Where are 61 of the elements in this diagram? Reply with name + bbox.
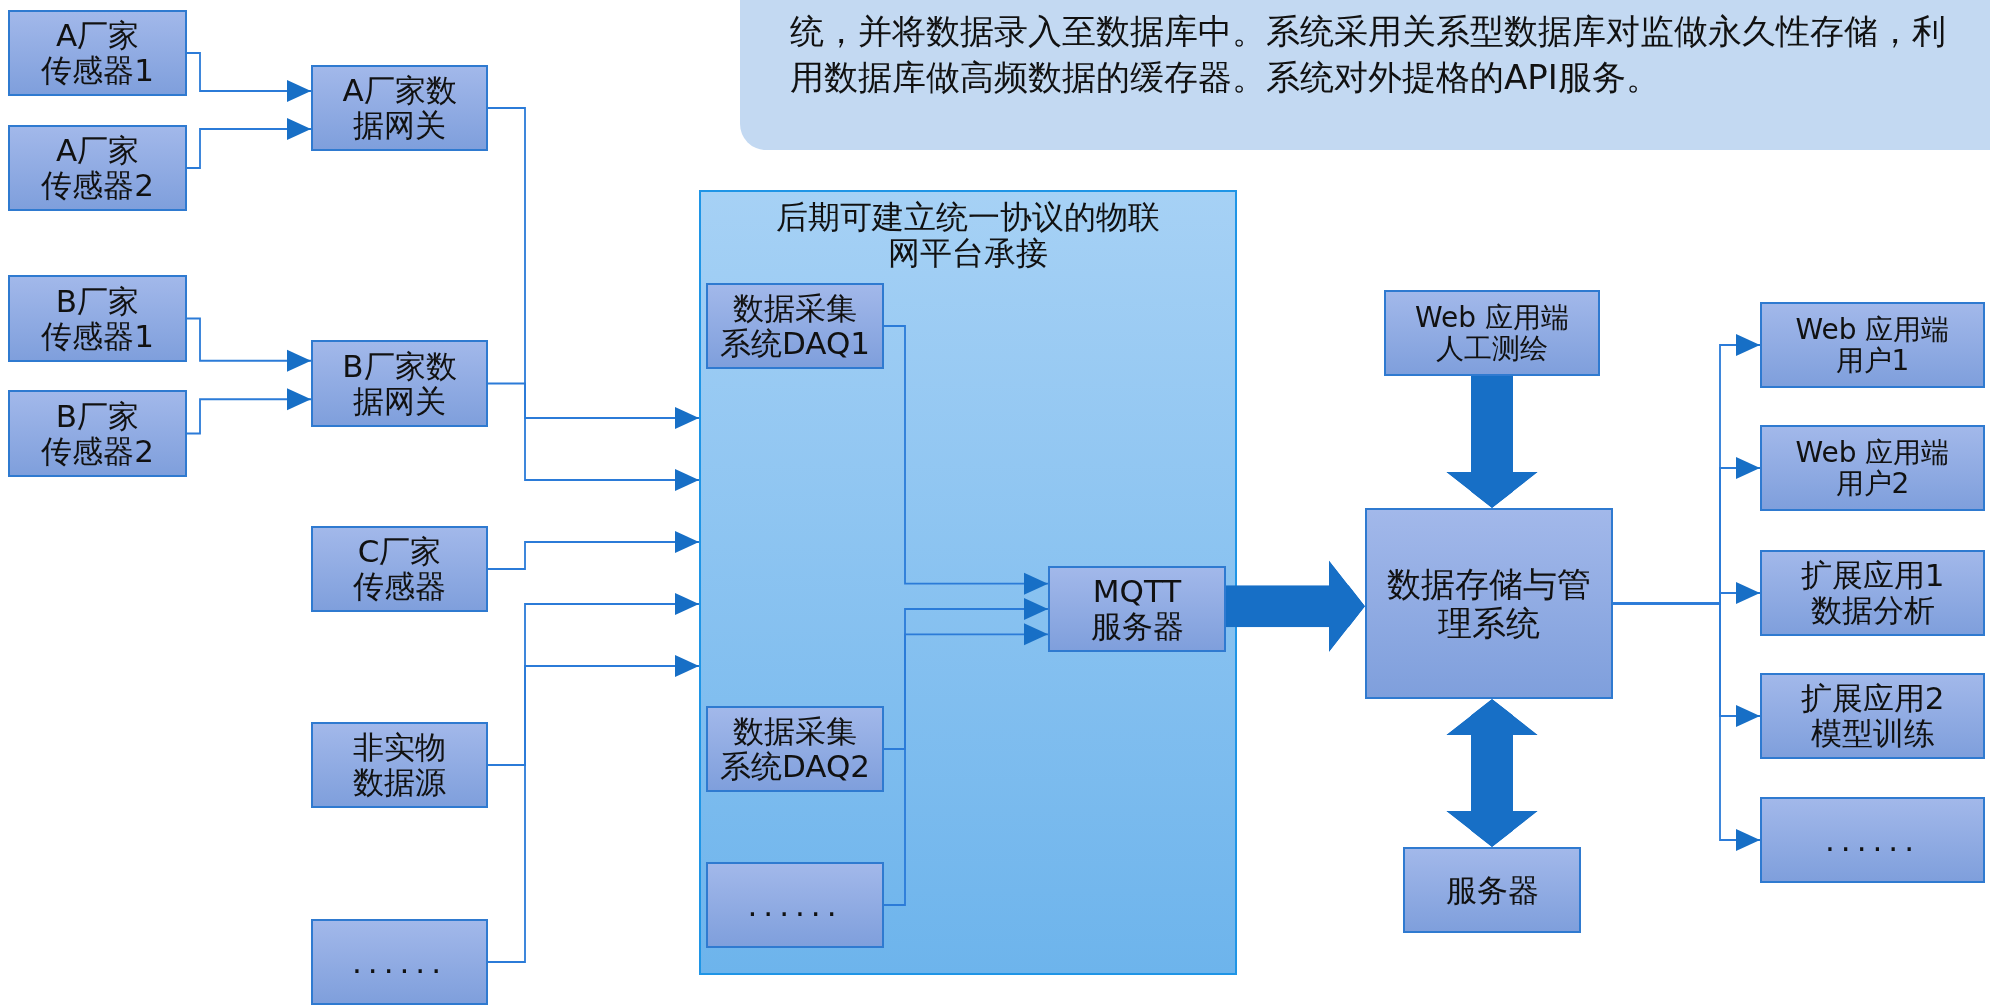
node-label: B厂家传感器2	[40, 398, 155, 469]
process-box	[311, 526, 488, 612]
node-label: 非实物数据源	[352, 730, 447, 800]
arrow	[186, 118, 312, 169]
node-label: Web 应用端人工测绘	[1414, 301, 1570, 365]
arrow	[883, 325, 1049, 595]
node-label: 数据采集系统DAQ2	[719, 714, 871, 784]
process-box	[1365, 508, 1613, 699]
process-box	[311, 919, 488, 1005]
node-label: C厂家传感器	[352, 534, 447, 604]
node-label: A厂家数据网关	[341, 73, 458, 143]
process-box	[311, 65, 488, 151]
node-label: Web 应用端用户2	[1794, 436, 1951, 500]
panel-title: 后期可建立统一协议的物联网平台承接	[775, 200, 1161, 272]
process-box	[8, 125, 187, 211]
process-box	[8, 275, 187, 362]
node-label: ......	[351, 944, 448, 980]
process-box	[706, 862, 884, 948]
process-box	[8, 390, 187, 477]
process-box	[311, 340, 488, 427]
arrow	[487, 531, 700, 570]
block-arrow	[1446, 376, 1538, 508]
node-label: Web 应用端用户1	[1794, 313, 1951, 377]
process-box	[1048, 566, 1226, 652]
arrow	[883, 598, 1049, 750]
node-label: A厂家传感器2	[40, 133, 155, 203]
process-box	[1403, 847, 1581, 933]
process-box	[706, 283, 884, 369]
node-label: B厂家传感器1	[40, 283, 155, 354]
process-box	[311, 722, 488, 808]
process-box	[706, 706, 884, 792]
block-arrow	[1226, 560, 1365, 653]
process-box	[1384, 290, 1600, 376]
arrow	[186, 52, 312, 102]
process-box	[8, 10, 187, 96]
arrow	[1612, 602, 1761, 851]
arrow	[883, 623, 1049, 906]
node-label: B厂家数据网关	[341, 348, 458, 419]
arrow	[487, 382, 700, 491]
arrow	[487, 107, 700, 429]
node-label: 数据采集系统DAQ1	[719, 291, 871, 361]
arrow	[186, 388, 312, 435]
node-label: ......	[1824, 822, 1921, 858]
arrow	[186, 317, 312, 372]
process-box	[1760, 425, 1985, 511]
block-arrow	[1446, 699, 1538, 847]
arrow	[487, 593, 700, 766]
node-label: 服务器	[1445, 872, 1539, 908]
node-label: ......	[747, 887, 843, 923]
process-box	[1760, 550, 1985, 636]
platform-panel	[699, 190, 1237, 975]
process-box	[1760, 797, 1985, 883]
process-box	[1760, 673, 1985, 759]
node-label: MQTT服务器	[1089, 574, 1185, 644]
node-label: 数据存储与管理系统	[1386, 565, 1592, 642]
arrow	[487, 655, 700, 963]
node-label: 扩展应用1数据分析	[1799, 558, 1946, 628]
node-label: 扩展应用2模型训练	[1799, 681, 1946, 751]
description-text: 统，并将数据录入至数据库中。系统采用关系型数据库对监做永久性存储，利用数据库做高频数据的缓存器。系统对外提格的API服务。	[790, 10, 1947, 99]
node-label: A厂家传感器1	[40, 18, 155, 88]
process-box	[1760, 302, 1985, 388]
